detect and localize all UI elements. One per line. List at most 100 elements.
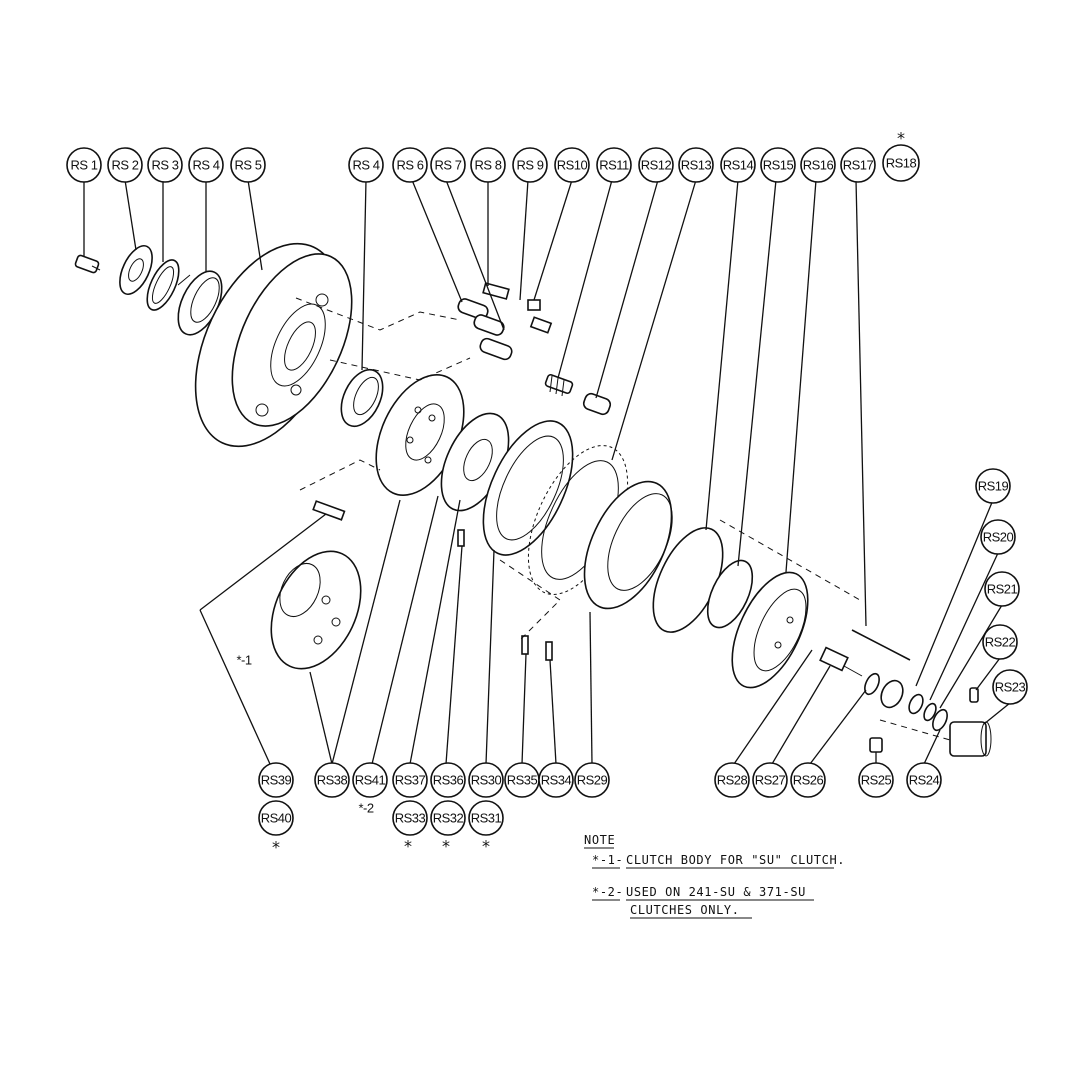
- callout-rs29: RS29: [574, 762, 610, 798]
- callout-rs36: RS36: [430, 762, 466, 798]
- callout-rs30: RS30: [468, 762, 504, 798]
- callout-rs4: RS 4: [188, 147, 224, 183]
- svg-text:RS 7: RS 7: [435, 158, 462, 173]
- part-plate-rs30: [482, 420, 574, 556]
- part-pins-rs6-rs10: [457, 282, 553, 361]
- part-bushing-rs19: [880, 679, 904, 709]
- svg-text:RS39: RS39: [261, 773, 292, 788]
- svg-text:RS 3: RS 3: [152, 158, 179, 173]
- part-cylinder-rs16: [731, 571, 809, 689]
- part-drum-rs5: [194, 242, 353, 448]
- callout-rs27: RS27: [752, 762, 788, 798]
- part-fitting-rs22: [969, 687, 979, 703]
- callout-rs35: RS35: [504, 762, 540, 798]
- callout-rs5: RS 5: [230, 147, 266, 183]
- svg-text:RS31: RS31: [471, 811, 502, 826]
- svg-text:RS24: RS24: [909, 773, 940, 788]
- part-ring-rs26: [864, 672, 880, 696]
- svg-text:RS21: RS21: [987, 582, 1018, 597]
- svg-text:RS18: RS18: [886, 156, 917, 171]
- callout-rs18: RS18: [882, 144, 920, 182]
- callout-rs38: RS38: [314, 762, 350, 798]
- callouts-right: RS19 RS20 RS21 RS22 RS23: [975, 468, 1028, 705]
- callout-rs40: RS40: [258, 800, 294, 836]
- callout-rs14: RS14: [720, 147, 756, 183]
- svg-text:RS19: RS19: [978, 479, 1009, 494]
- svg-text:RS35: RS35: [507, 773, 538, 788]
- part-bearing-rs4b: [340, 368, 384, 428]
- svg-text:RS 8: RS 8: [475, 158, 502, 173]
- svg-text:RS17: RS17: [843, 158, 874, 173]
- part-oring-rs15: [706, 559, 754, 629]
- callout-rs12: RS12: [638, 147, 674, 183]
- svg-text:RS30: RS30: [471, 773, 502, 788]
- callout-rs15: RS15: [760, 147, 796, 183]
- callout-rs20: RS20: [980, 519, 1016, 555]
- part-cap-rs23: [949, 721, 992, 757]
- svg-text:RS10: RS10: [557, 158, 588, 173]
- callout-rs39: RS39: [258, 762, 294, 798]
- assembly-dashed-lines: [295, 297, 951, 741]
- svg-text:RS32: RS32: [433, 811, 464, 826]
- part-bolt-rs1: [74, 254, 101, 274]
- svg-text:RS 5: RS 5: [235, 158, 262, 173]
- callout-rs4-b: RS 4: [348, 147, 384, 183]
- callout-rs22: RS22: [982, 624, 1018, 660]
- svg-text:RS41: RS41: [355, 773, 386, 788]
- part-piston-rs29: [583, 480, 673, 610]
- svg-text:RS 4: RS 4: [193, 158, 220, 173]
- callout-rs7: RS 7: [430, 147, 466, 183]
- callout-rs9: RS 9: [512, 147, 548, 183]
- note-block: NOTE *-1- CLUTCH BODY FOR "SU" CLUTCH. *…: [584, 833, 844, 919]
- svg-text:RS20: RS20: [983, 530, 1014, 545]
- callout-rs23: RS23: [992, 669, 1028, 705]
- part-washer-rs20: [908, 693, 924, 715]
- svg-text:RS 4: RS 4: [353, 158, 380, 173]
- svg-text:RS27: RS27: [755, 773, 786, 788]
- svg-text:RS28: RS28: [717, 773, 748, 788]
- svg-text:RS22: RS22: [985, 635, 1016, 650]
- part-screw-rs35: [521, 635, 529, 655]
- callout-rs10: RS10: [554, 147, 590, 183]
- part-screw-rs34: [545, 641, 553, 661]
- callout-rs6: RS 6: [392, 147, 428, 183]
- svg-text:RS13: RS13: [681, 158, 712, 173]
- svg-text:RS14: RS14: [723, 158, 754, 173]
- svg-text:RS15: RS15: [763, 158, 794, 173]
- part-screw-rs36: [457, 529, 465, 547]
- callout-rs1: RS 1: [66, 147, 102, 183]
- callout-rs33: RS33: [392, 800, 428, 836]
- star-mark-rs33: *: [404, 837, 412, 856]
- part-hub-x1: [270, 550, 362, 670]
- callout-rs21: RS21: [984, 571, 1020, 607]
- callout-rs17: RS17: [840, 147, 876, 183]
- callout-rs24: RS24: [906, 762, 942, 798]
- part-nut-rs25: [869, 737, 883, 753]
- note-line3-text: CLUTCHES ONLY.: [630, 903, 740, 917]
- part-nut-rs24: [932, 708, 948, 732]
- svg-text:RS29: RS29: [577, 773, 608, 788]
- mark-x1: *-1: [236, 653, 251, 668]
- svg-text:RS 2: RS 2: [112, 158, 139, 173]
- callouts-top: RS 1 RS 2 RS 3 RS 4 RS 5 RS 4 RS 6 RS 7 …: [66, 129, 920, 183]
- callout-rs25: RS25: [858, 762, 894, 798]
- callout-rs8: RS 8: [470, 147, 506, 183]
- callout-rs2: RS 2: [107, 147, 143, 183]
- star-mark-rs31: *: [482, 837, 490, 856]
- svg-text:RS38: RS38: [317, 773, 348, 788]
- svg-text:RS33: RS33: [395, 811, 426, 826]
- callout-rs3: RS 3: [147, 147, 183, 183]
- part-ring-rs3: [146, 259, 180, 311]
- callout-rs41: RS41: [352, 762, 388, 798]
- note-line1-marker: *-1-: [592, 853, 623, 867]
- part-bolt-rs17: [851, 629, 911, 661]
- star-mark-rs18: *: [897, 129, 905, 148]
- note-line2-text: USED ON 241-SU & 371-SU: [626, 885, 806, 899]
- note-line2-marker: *-2-: [592, 885, 623, 899]
- part-plate-rs2: [119, 245, 153, 295]
- svg-text:RS12: RS12: [641, 158, 672, 173]
- svg-text:RS37: RS37: [395, 773, 426, 788]
- star-mark-rs40: *: [272, 838, 280, 857]
- callout-rs37: RS37: [392, 762, 428, 798]
- part-key-rs39: [312, 500, 346, 521]
